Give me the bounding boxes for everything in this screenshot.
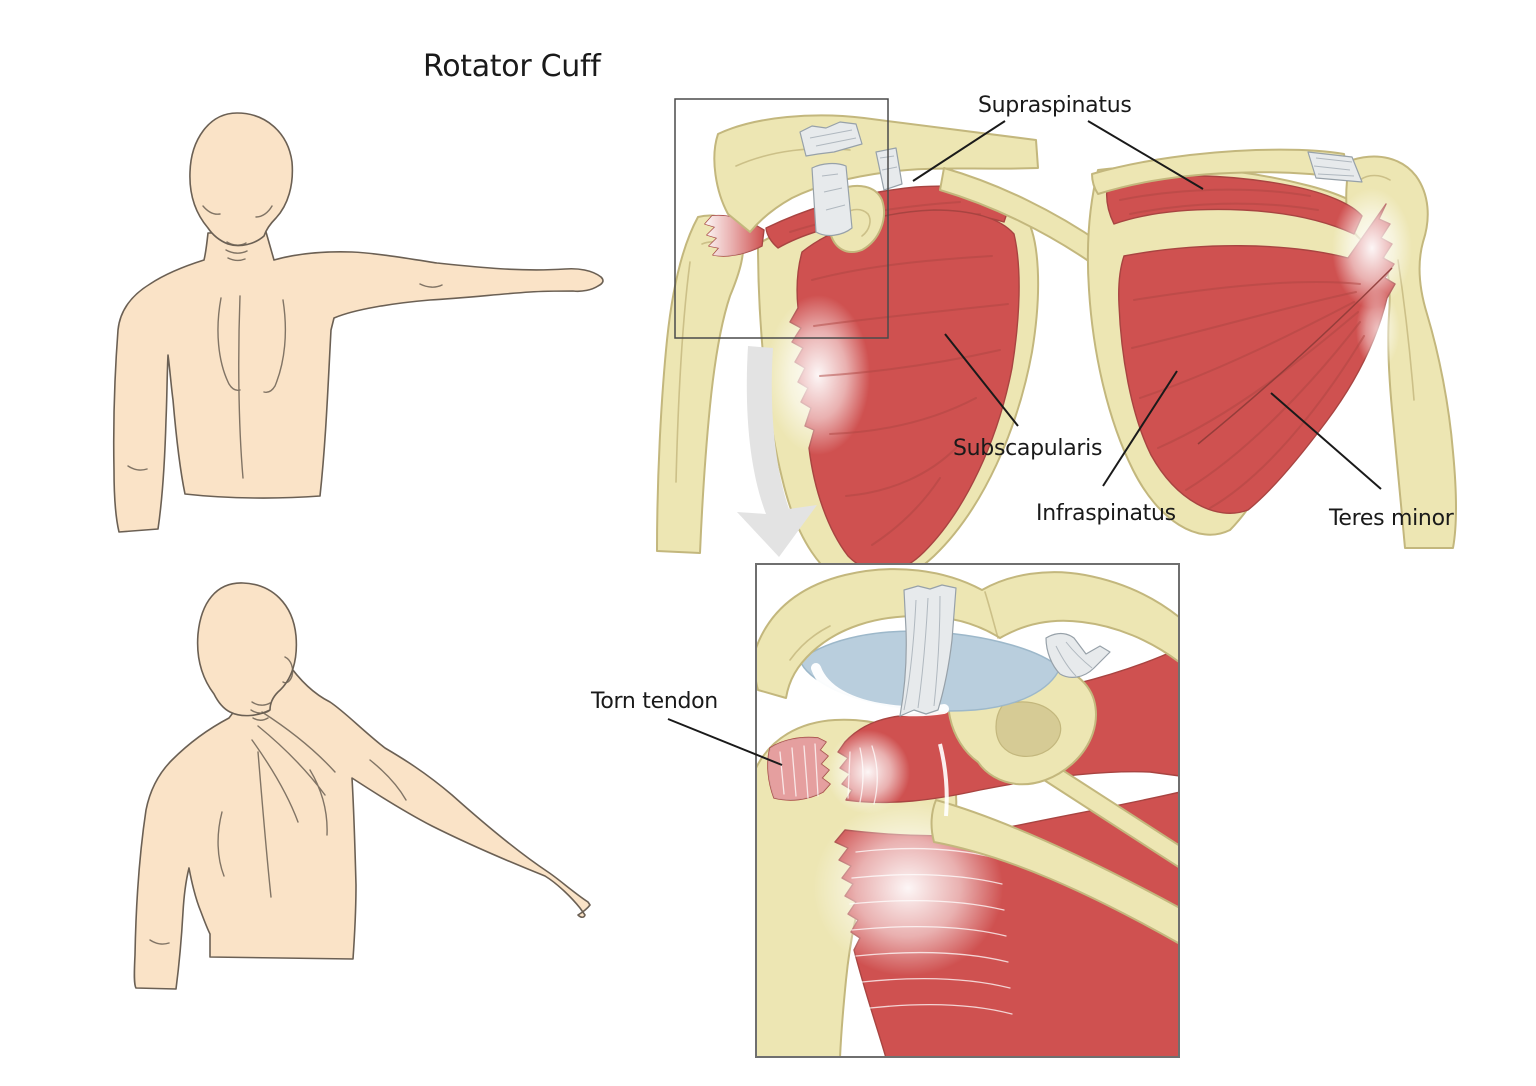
glenoid-bone: [930, 799, 1179, 945]
torn-tendon-stub-fade: [767, 737, 830, 800]
label-supraspinatus: Supraspinatus: [978, 93, 1132, 118]
torn-tendon-inset: [755, 563, 1180, 1058]
humerus-bone: [656, 214, 745, 554]
tendon-fiber-line: [847, 745, 878, 805]
insertion-glow: [1356, 290, 1400, 370]
joint-space-line: [938, 743, 949, 817]
shoulder-anterior-view: [656, 114, 1103, 591]
ligament-fiber-lines: [809, 129, 898, 211]
muscle-fiber-line: [1119, 188, 1319, 215]
leader-line-subscapularis: [944, 333, 1019, 427]
coracoacromial-ligament: [899, 584, 1111, 717]
tuberosity-hollow: [995, 701, 1062, 757]
muscle-fiber-line: [849, 848, 1013, 1015]
ligament-fiber-lines: [903, 595, 1093, 711]
label-torn-tendon: Torn tendon: [590, 689, 718, 714]
leader-line-teres-minor: [1270, 392, 1382, 490]
inset-border: [755, 563, 1180, 1058]
leader-line-torn-tendon: [667, 718, 783, 766]
supraspinatus-muscle: [1105, 174, 1363, 235]
acromion-arch-bone: [756, 568, 1179, 699]
label-teres-minor: Teres minor: [1328, 506, 1455, 531]
leader-line-supraspinatus-right: [1087, 120, 1204, 190]
shoulder-posterior-view: [1086, 148, 1457, 549]
leader-line-infraspinatus: [1102, 370, 1178, 487]
clavicular-tendon: [1307, 151, 1363, 183]
torn-insertion-glow: [766, 295, 870, 455]
body-outline: [133, 649, 591, 990]
figure-arm-raised: [112, 112, 604, 533]
label-infraspinatus: Infraspinatus: [1036, 501, 1176, 526]
body-contour-lines: [127, 205, 443, 479]
head: [196, 582, 298, 717]
arch-fold-line: [789, 591, 999, 661]
muscle-fiber-line: [811, 255, 1009, 546]
muscle-fiber-line: [1131, 281, 1365, 509]
tear-glow: [826, 730, 910, 814]
body-contour-lines: [149, 656, 407, 945]
page-title: Rotator Cuff: [423, 49, 602, 84]
teres-minor-division-line: [1197, 267, 1393, 445]
labels: Rotator Cuff Supraspinatus Subscapularis…: [423, 49, 1455, 766]
insertion-glow: [1332, 188, 1412, 308]
stub-fiber-line: [779, 743, 819, 799]
zoom-arrow: [737, 346, 817, 557]
coracoid-hole-line: [844, 208, 871, 237]
leader-line-supraspinatus-left: [912, 120, 1006, 182]
coracoacromial-ligament: [799, 121, 903, 237]
ligament-fiber-lines: [1313, 157, 1355, 177]
zoom-box: [674, 98, 889, 339]
head: [189, 112, 294, 247]
body-outline: [112, 231, 604, 533]
label-subscapularis: Subscapularis: [953, 436, 1102, 461]
figure-arm-lowered: [133, 582, 591, 990]
